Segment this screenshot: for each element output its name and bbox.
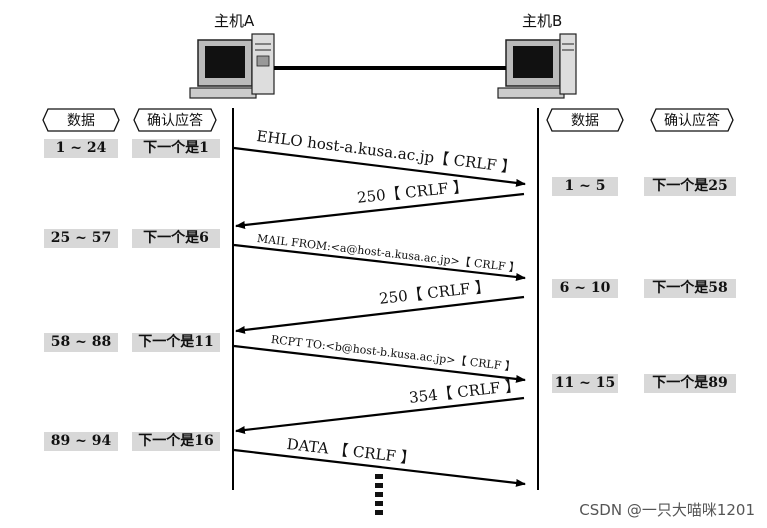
host-b-ack-cell: 下一个是89 <box>644 374 736 393</box>
arrow-250-2 <box>235 295 525 334</box>
host-a-ack-cell: 下一个是6 <box>132 229 220 248</box>
host-a-data-cell: 25 ~ 57 <box>44 229 118 248</box>
arrow-mail-from <box>233 243 526 281</box>
host-a-computer-icon <box>189 33 275 99</box>
host-b-label: 主机B <box>522 12 563 30</box>
host-a-ack-cell: 下一个是16 <box>132 432 220 451</box>
host-a-data-cell: 1 ~ 24 <box>44 139 118 158</box>
host-b-ack-cell: 下一个是58 <box>644 279 736 298</box>
host-b-data-cell: 1 ~ 5 <box>552 177 618 196</box>
host-b-ack-header: 确认应答 <box>650 108 734 132</box>
arrow-354 <box>235 396 525 434</box>
host-a-ack-cell: 下一个是11 <box>132 333 220 352</box>
host-a-ack-header: 确认应答 <box>133 108 217 132</box>
host-a-data-header: 数据 <box>42 108 120 132</box>
arrow-data <box>233 448 526 487</box>
arrow-rcpt-to <box>233 344 526 383</box>
host-b-computer-icon <box>497 33 577 99</box>
host-a-data-cell: 58 ~ 88 <box>44 333 118 352</box>
host-a-data-cell: 89 ~ 94 <box>44 432 118 451</box>
host-a-label: 主机A <box>214 12 255 30</box>
host-a-ack-cell: 下一个是1 <box>132 139 220 158</box>
watermark: CSDN @一只大喵咪1201 <box>579 501 755 519</box>
arrow-250-1 <box>235 192 525 229</box>
host-b-data-header: 数据 <box>546 108 624 132</box>
host-b-ack-cell: 下一个是25 <box>644 177 736 196</box>
continuation-marks <box>375 474 383 515</box>
host-b-data-cell: 6 ~ 10 <box>552 279 618 298</box>
arrow-ehlo <box>233 146 526 187</box>
host-b-data-cell: 11 ~ 15 <box>552 374 618 393</box>
